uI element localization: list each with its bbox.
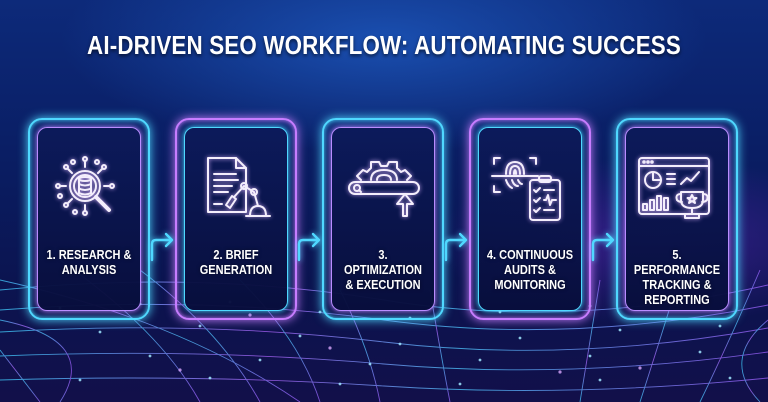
step-card-2: 2. BRIEF GENERATION: [175, 118, 297, 320]
arrow-right-icon: [444, 232, 468, 262]
step-label: 3. OPTIMIZATION & EXECUTION: [343, 248, 423, 292]
card-border: [322, 118, 444, 320]
arrow-right-icon: [150, 232, 174, 262]
card-body: [331, 127, 435, 311]
card-border: [469, 118, 591, 320]
step-card-5: 5. PERFORMANCE TRACKING & REPORTING: [616, 118, 738, 320]
step-card-3: 3. OPTIMIZATION & EXECUTION: [322, 118, 444, 320]
step-card-1: 1. RESEARCH & ANALYSIS: [28, 118, 150, 320]
fingerprint-clipboard-icon: [491, 157, 561, 221]
card-border: [616, 118, 738, 320]
step-label: 2. BRIEF GENERATION: [199, 248, 273, 277]
card-border: [28, 118, 150, 320]
step-label: 4. CONTINUOUS AUDITS & MONITORING: [486, 248, 574, 292]
card-body: [37, 127, 141, 311]
step-label: 1. RESEARCH & ANALYSIS: [46, 248, 132, 277]
dashboard-trophy-icon: [638, 157, 710, 219]
magnifier-database-icon: [55, 156, 115, 216]
gear-searchbar-arrow-up-icon: [348, 161, 420, 217]
step-label: 5. PERFORMANCE TRACKING & REPORTING: [633, 248, 721, 307]
document-robot-arm-icon: [207, 157, 271, 217]
card-border: [175, 118, 297, 320]
arrow-right-icon: [591, 232, 615, 262]
step-card-4: 4. CONTINUOUS AUDITS & MONITORING: [469, 118, 591, 320]
arrow-right-icon: [297, 232, 321, 262]
page-title: AI-DRIVEN SEO WORKFLOW: AUTOMATING SUCCE…: [87, 30, 681, 60]
